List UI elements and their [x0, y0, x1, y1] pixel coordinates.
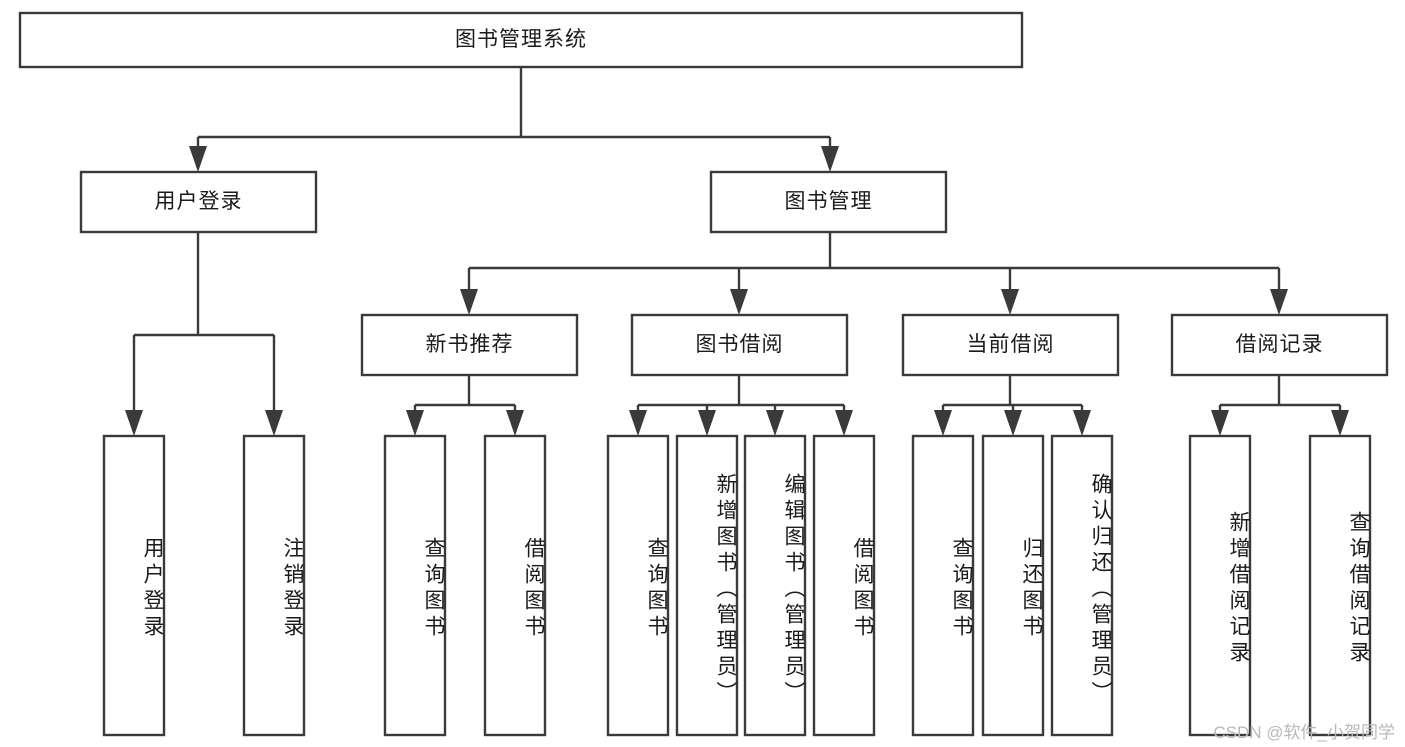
arrow-head-leaf-query-book-2 — [629, 410, 647, 436]
node-box-current-borrow[interactable] — [901, 313, 1120, 377]
node-box-leaf-edit-book[interactable] — [743, 434, 807, 737]
connector-book-borrow-to-leaves — [629, 375, 853, 436]
node-box-leaf-user-login[interactable] — [102, 434, 166, 737]
arrow-head-leaf-edit-book — [766, 410, 784, 436]
node-box-leaf-add-record[interactable] — [1188, 434, 1252, 737]
arrow-head-book-borrow — [730, 289, 748, 315]
node-box-leaf-return-book[interactable] — [981, 434, 1045, 737]
node-box-leaf-query-record[interactable] — [1308, 434, 1372, 737]
node-box-leaf-confirm-return[interactable] — [1050, 434, 1114, 737]
arrow-head-leaf-borrow-book-2 — [835, 410, 853, 436]
connector-new-book-recommend-to-leaves — [406, 375, 524, 436]
node-box-leaf-query-book-3[interactable] — [911, 434, 975, 737]
arrow-head-current-borrow — [1001, 289, 1019, 315]
node-box-book-manage[interactable] — [709, 170, 948, 234]
node-box-leaf-add-book[interactable] — [675, 434, 739, 737]
connector-borrow-record-to-leaves — [1211, 375, 1349, 436]
arrow-head-leaf-query-book-3 — [934, 410, 952, 436]
node-box-borrow-record[interactable] — [1170, 313, 1389, 377]
node-box-leaf-query-book-2[interactable] — [606, 434, 670, 737]
connector-current-borrow-to-leaves — [934, 375, 1091, 436]
arrow-head-leaf-confirm-return — [1073, 410, 1091, 436]
arrow-head-new-book-recommend — [460, 289, 478, 315]
connector-root-to-level2 — [189, 67, 839, 172]
arrow-head-leaf-user-login — [125, 410, 143, 436]
node-box-book-borrow[interactable] — [630, 313, 849, 377]
arrow-head-user-login — [189, 146, 207, 172]
arrow-head-leaf-query-book-1 — [406, 410, 424, 436]
arrow-head-leaf-add-record — [1211, 410, 1229, 436]
arrow-head-book-manage — [821, 146, 839, 172]
connector-book-manage-to-level3 — [460, 232, 1288, 315]
node-box-leaf-borrow-book-2[interactable] — [812, 434, 876, 737]
arrow-head-leaf-logout-login — [265, 410, 283, 436]
arrow-head-borrow-record — [1270, 289, 1288, 315]
node-box-root[interactable] — [18, 11, 1024, 69]
arrow-head-leaf-borrow-book-1 — [506, 410, 524, 436]
node-box-user-login[interactable] — [79, 170, 318, 234]
node-box-leaf-logout-login[interactable] — [242, 434, 306, 737]
arrow-head-leaf-query-record — [1331, 410, 1349, 436]
arrow-head-leaf-return-book — [1004, 410, 1022, 436]
node-box-new-book-recommend[interactable] — [360, 313, 579, 377]
arrow-head-leaf-add-book — [698, 410, 716, 436]
connector-user-login-to-leaves — [125, 232, 283, 436]
node-box-leaf-borrow-book-1[interactable] — [483, 434, 547, 737]
csdn-watermark: CSDN @软件_小贺同学 — [1213, 723, 1395, 742]
node-box-leaf-query-book-1[interactable] — [383, 434, 447, 737]
